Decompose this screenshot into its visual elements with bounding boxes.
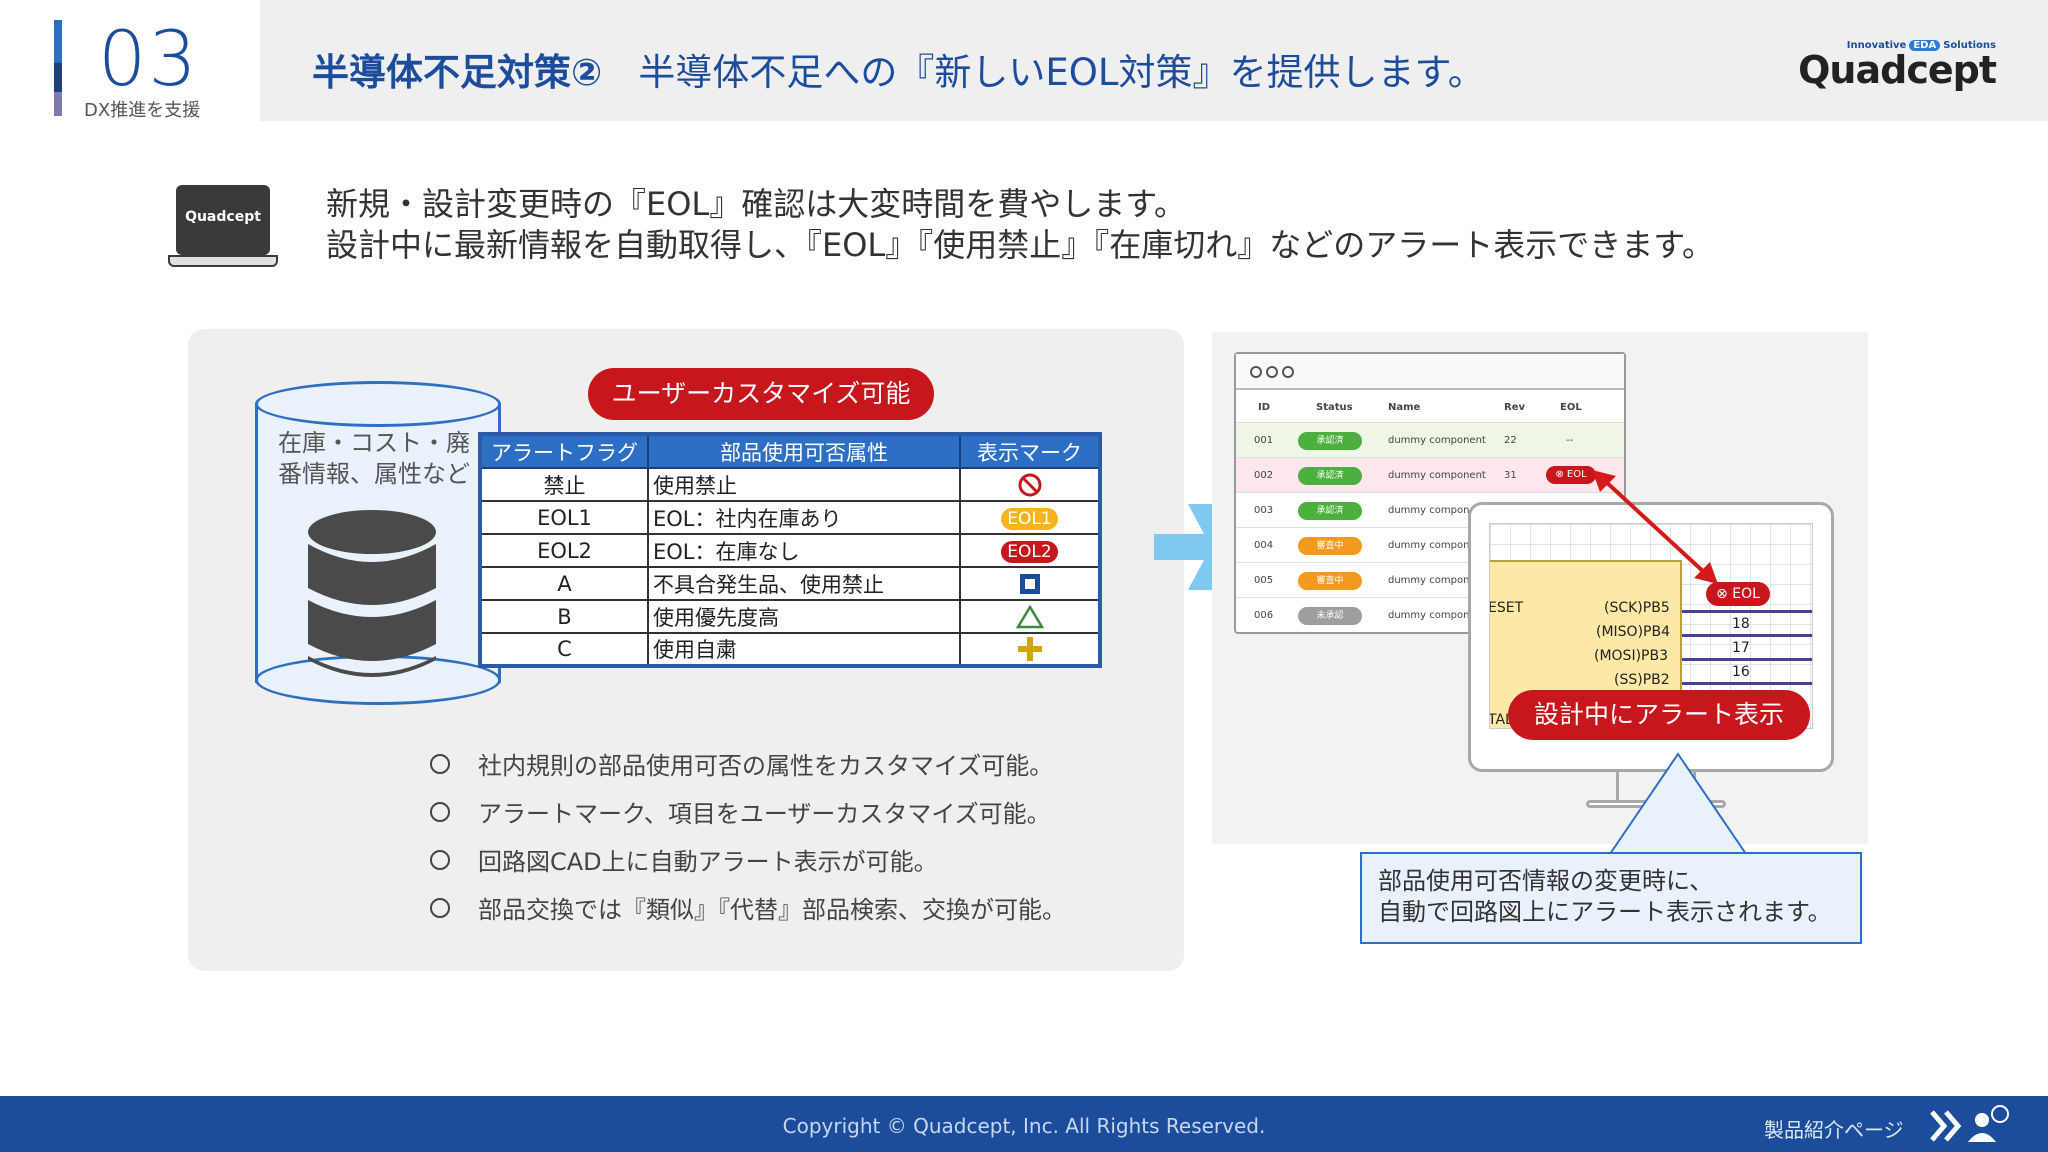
plus-icon — [1017, 637, 1042, 661]
circle-bullet-icon — [430, 754, 450, 774]
list-item: アラートマーク、項目をユーザーカスタマイズ可能。 — [428, 794, 1066, 842]
mark-cell: EOL2 — [959, 533, 1101, 568]
column-header: 表示マーク — [959, 433, 1101, 469]
alert-flag-cell: EOL2 — [479, 533, 649, 568]
table-row: 005 審査中 dummy compone — [1236, 562, 1624, 597]
attribute-cell: 不具合発生品、使用禁止 — [647, 566, 961, 601]
logo-name: Quadcept — [1798, 48, 1997, 92]
intro-line-1: 新規・設計変更時の『EOL』確認は大変時間を費やします。 — [326, 185, 1187, 223]
prohibited-icon — [1018, 473, 1041, 496]
red-double-arrow-icon — [1592, 470, 1718, 584]
attribute-cell: EOL：社内在庫あり — [647, 500, 961, 535]
database-icon — [308, 510, 436, 677]
product-page-link[interactable]: 製品紹介ページ — [1764, 1118, 1904, 1142]
eol1-mark: EOL1 — [1001, 507, 1058, 530]
feature-list: 社内規則の部品使用可否の属性をカスタマイズ可能。 アラートマーク、項目をユーザー… — [428, 746, 1066, 938]
status-badge: 審査中 — [1298, 537, 1362, 555]
callout-box: 部品使用可否情報の変更時に、 自動で回路図上にアラート表示されます。 — [1360, 852, 1862, 944]
mark-cell — [959, 632, 1101, 667]
mark-cell — [959, 599, 1101, 634]
forward-user-icon[interactable] — [1930, 1104, 2014, 1144]
mark-cell: EOL1 — [959, 500, 1101, 535]
section-accent-bar — [54, 20, 62, 116]
alert-flag-cell: EOL1 — [479, 500, 649, 535]
page-title-rest: 半導体不足への『新しいEOL対策』を提供します。 — [638, 51, 1485, 94]
status-badge: 承認済 — [1298, 432, 1362, 450]
database-label: 在庫・コスト・廃番情報、属性など — [278, 429, 470, 488]
table-row: EOL2 EOL：在庫なし EOL2 — [479, 533, 1101, 568]
triangle-icon — [1015, 604, 1044, 628]
alert-flag-cell: C — [479, 632, 649, 667]
circle-bullet-icon — [430, 850, 450, 870]
database-cylinder-top — [255, 381, 501, 427]
window-dot-icon — [1250, 366, 1262, 378]
table-row: EOL1 EOL：社内在庫あり EOL1 — [479, 500, 1101, 535]
table-row: 004 審査中 dummy compone — [1236, 527, 1624, 562]
alert-flag-cell: A — [479, 566, 649, 601]
list-item: 回路図CAD上に自動アラート表示が可能。 — [428, 842, 1066, 890]
column-header: アラートフラグ — [479, 433, 649, 469]
circle-bullet-icon — [430, 802, 450, 822]
design-alert-badge: 設計中にアラート表示 — [1508, 690, 1810, 740]
table-row: B 使用優先度高 — [479, 599, 1101, 634]
section-header — [0, 0, 260, 121]
section-subtitle: DX推進を支援 — [84, 100, 201, 121]
attribute-cell: EOL：在庫なし — [647, 533, 961, 568]
table-row: 002 承認済 dummy component 31 ⊗ EOL — [1236, 457, 1624, 492]
table-row: 禁止 使用禁止 — [479, 467, 1101, 502]
mark-cell — [959, 467, 1101, 502]
callout-line-1: 部品使用可否情報の変更時に、 — [1378, 867, 1714, 895]
column-header: 部品使用可否属性 — [647, 433, 961, 469]
table-row: 006 未承認 dummy compone — [1236, 597, 1624, 632]
database-cylinder-bottom — [255, 655, 501, 705]
attribute-cell: 使用自粛 — [647, 632, 961, 667]
callout-line-2: 自動で回路図上にアラート表示されます。 — [1378, 898, 1832, 926]
schematic-eol-badge: ⊗ EOL — [1706, 582, 1770, 606]
laptop-icon: Quadcept — [168, 185, 278, 269]
status-badge: 審査中 — [1298, 572, 1362, 590]
window-dot-icon — [1266, 366, 1278, 378]
laptop-label: Quadcept — [185, 209, 261, 225]
list-item: 部品交換では『類似』『代替』部品検索、交換が可能。 — [428, 890, 1066, 938]
section-number: 03 — [98, 14, 199, 103]
circle-bullet-icon — [430, 898, 450, 918]
parts-list-window: ID Status Name Rev EOL 001 承認済 dummy com… — [1234, 352, 1626, 634]
window-dot-icon — [1282, 366, 1294, 378]
page-title-bold: 半導体不足対策② — [312, 51, 603, 94]
footer: Copyright © Quadcept, Inc. All Rights Re… — [0, 1096, 2048, 1152]
parts-table-header: ID Status Name Rev EOL — [1258, 402, 1582, 413]
copyright-text: Copyright © Quadcept, Inc. All Rights Re… — [782, 1114, 1266, 1138]
mark-cell — [959, 566, 1101, 601]
intro-line-2: 設計中に最新情報を自動取得し、『EOL』『使用禁止』『在庫切れ』などのアラート表… — [326, 226, 1715, 264]
square-icon — [1019, 574, 1040, 594]
attribute-cell: 使用優先度高 — [647, 599, 961, 634]
status-badge: 未承認 — [1298, 607, 1362, 625]
eol2-mark: EOL2 — [1001, 540, 1058, 563]
table-row: 001 承認済 dummy component 22 -- — [1236, 422, 1624, 457]
status-badge: 承認済 — [1298, 467, 1362, 485]
list-item: 社内規則の部品使用可否の属性をカスタマイズ可能。 — [428, 746, 1066, 794]
alert-flag-cell: B — [479, 599, 649, 634]
alert-flag-table: アラートフラグ 部品使用可否属性 表示マーク 禁止 使用禁止 EOL1 EOL：… — [478, 432, 1102, 668]
attribute-cell: 使用禁止 — [647, 467, 961, 502]
title-bar — [260, 0, 2048, 121]
table-row: A 不具合発生品、使用禁止 — [479, 566, 1101, 601]
callout-pointer — [1608, 752, 1748, 855]
page-title: 半導体不足対策② 半導体不足への『新しいEOL対策』を提供します。 — [312, 42, 1485, 96]
status-badge: 承認済 — [1298, 502, 1362, 520]
table-header-row: アラートフラグ 部品使用可否属性 表示マーク — [479, 433, 1101, 469]
eol-badge: ⊗ EOL — [1546, 466, 1596, 484]
intro-text: 新規・設計変更時の『EOL』確認は大変時間を費やします。 設計中に最新情報を自動… — [326, 184, 1714, 266]
table-row: C 使用自粛 — [479, 632, 1101, 667]
window-titlebar — [1236, 354, 1624, 390]
table-row: 003 承認済 dummy compone — [1236, 492, 1624, 527]
alert-flag-cell: 禁止 — [479, 467, 649, 502]
user-customizable-badge: ユーザーカスタマイズ可能 — [588, 368, 934, 420]
